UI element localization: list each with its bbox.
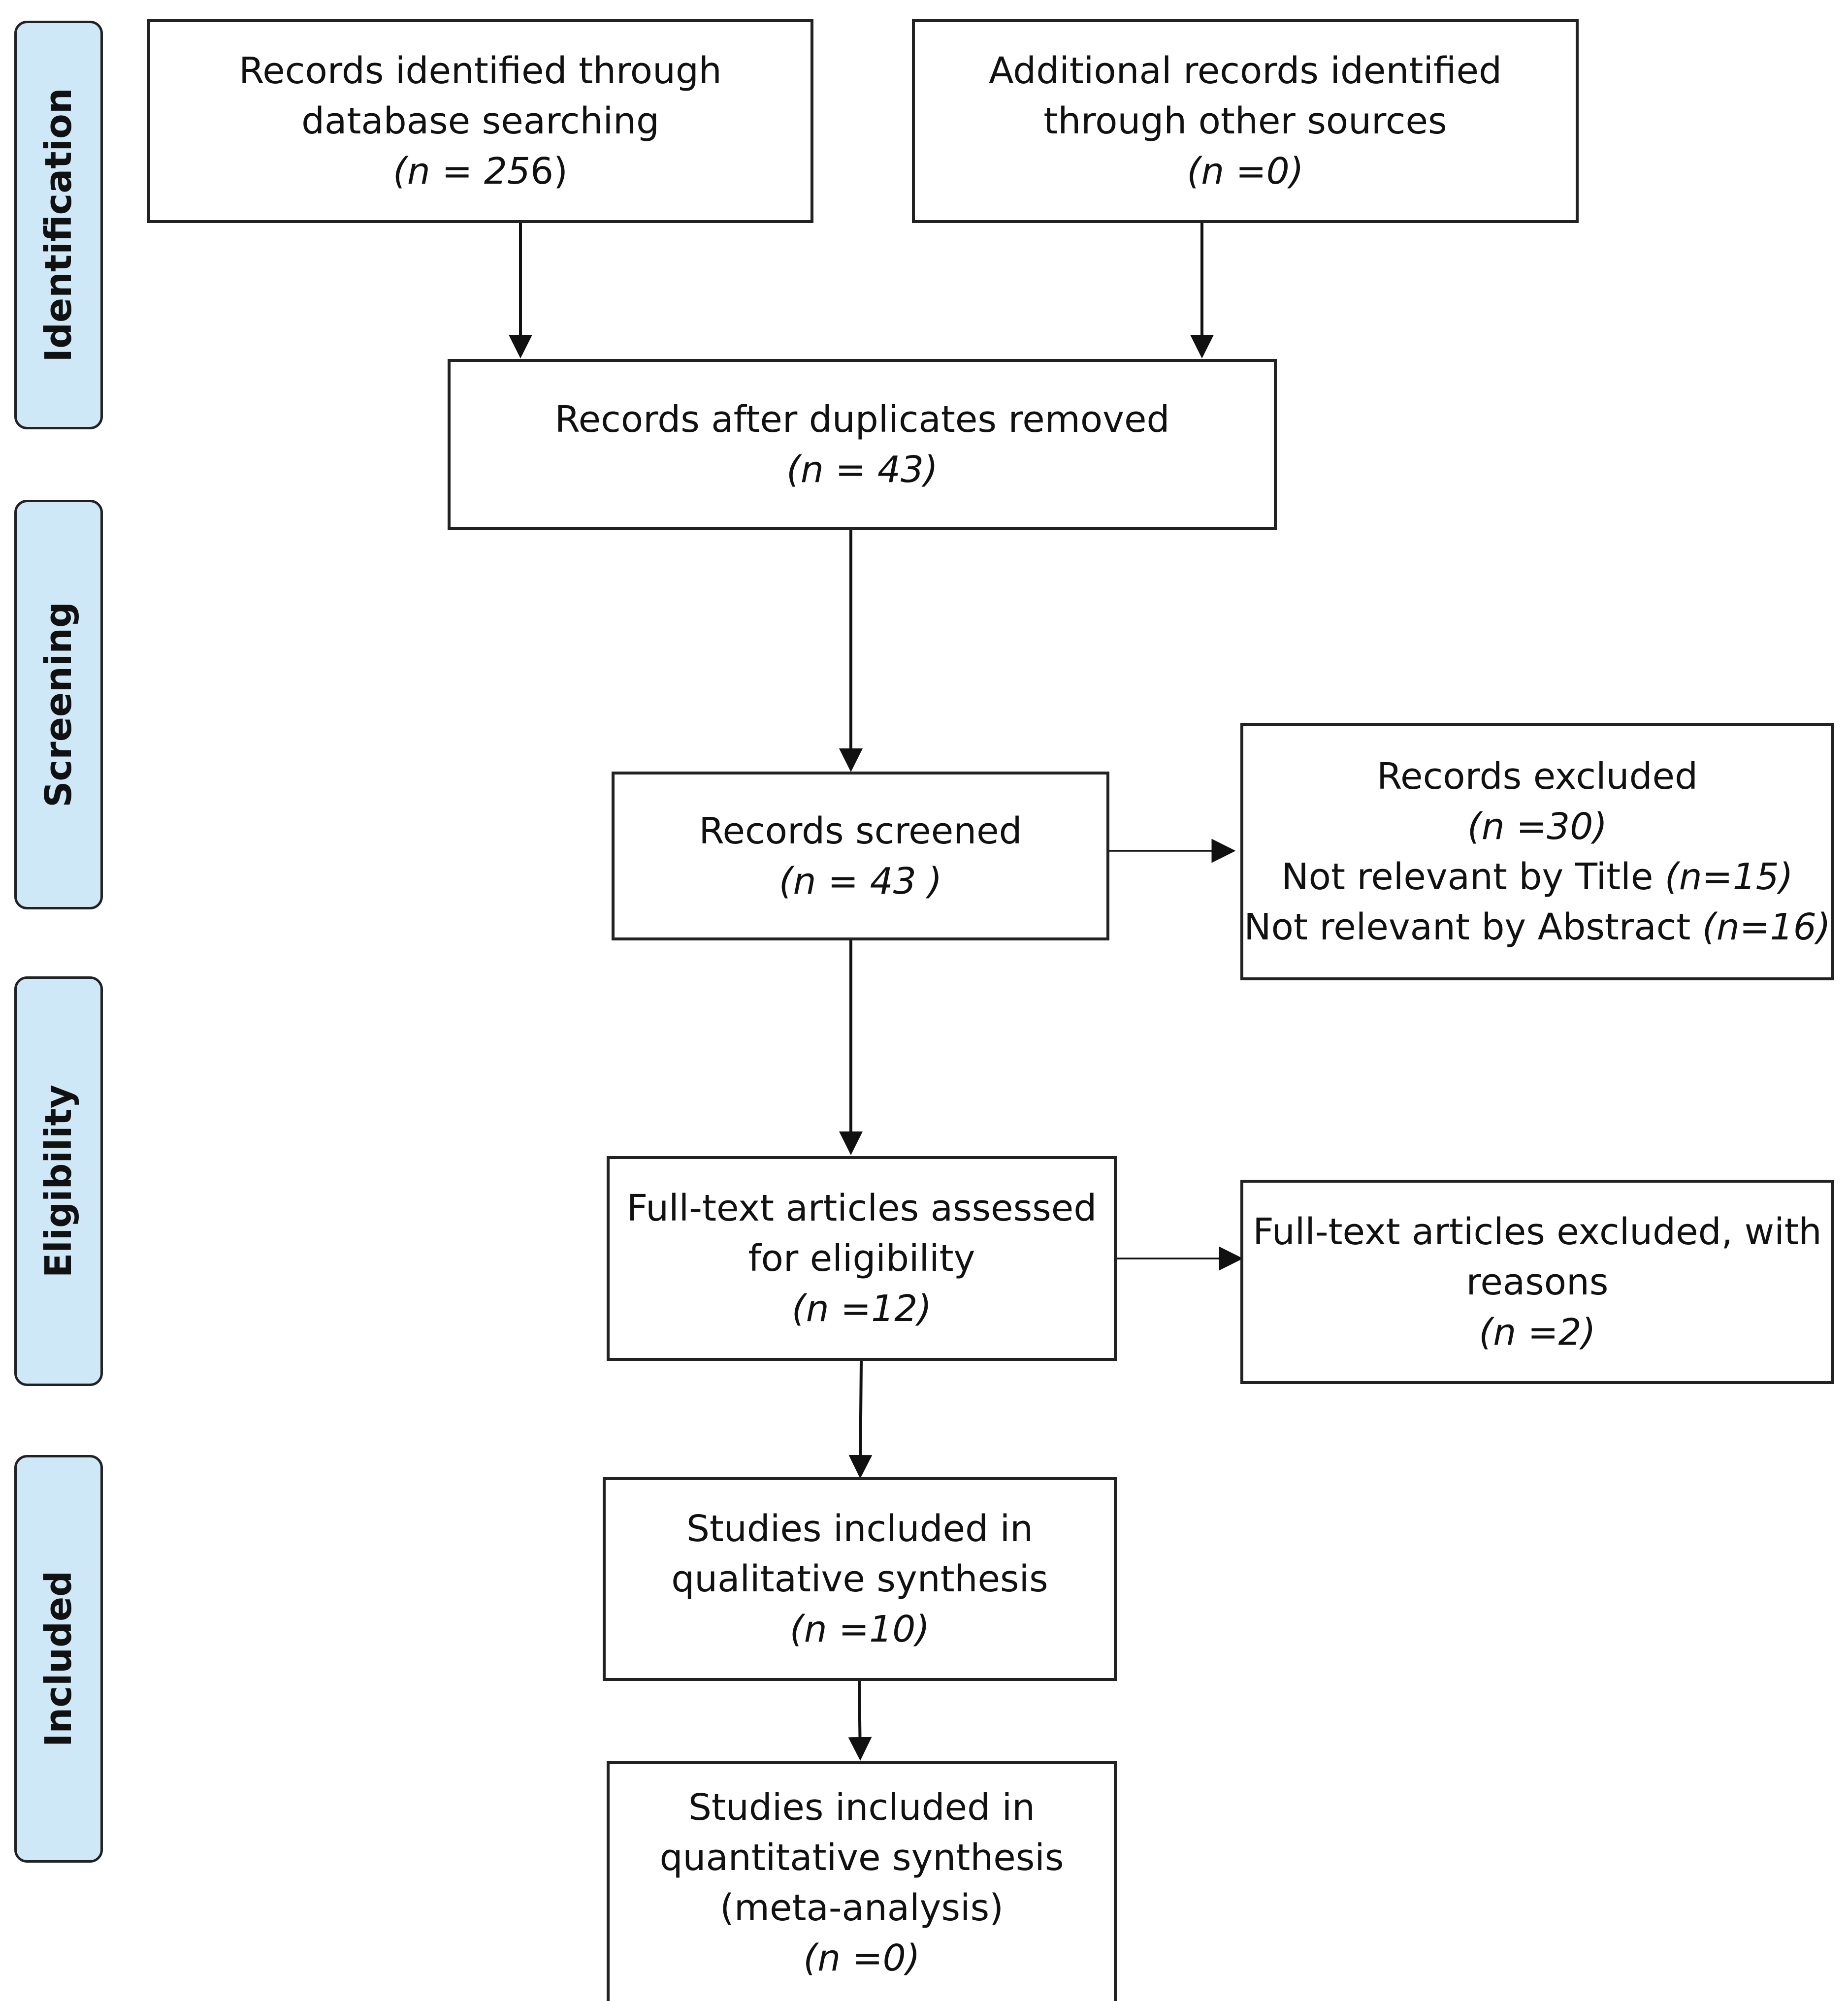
box-fulltext-count: (n =12) (791, 1288, 932, 1330)
box-quantitative-line3: (meta-analysis) (719, 1886, 1004, 1929)
box-other-line2: through other sources (1043, 100, 1447, 142)
box-qualitative-synthesis: Studies included in qualitative synthesi… (603, 1477, 1117, 1681)
box-other-count: (n =0) (1187, 150, 1304, 193)
box-database-count: (n = 256) (393, 146, 568, 196)
box-other-records: Additional records identified through ot… (912, 19, 1579, 223)
box-excluded-title-count: (n=15) (1664, 855, 1793, 898)
box-database-line1: Records identified through (239, 50, 722, 92)
phase-screening: Screening (14, 500, 103, 909)
box-fulltext-line2: for eligibility (748, 1237, 975, 1280)
box-excluded-abstract-line: Not relevant by Abstract (n=16) (1244, 902, 1830, 952)
phase-identification-label: Identification (37, 88, 80, 362)
box-excluded-count: (n =30) (1467, 805, 1608, 848)
box-database-line2: database searching (301, 100, 659, 142)
box-quantitative-synthesis: Studies included in quantitative synthes… (607, 1761, 1117, 2001)
box-fulltext-line1: Full-text articles assessed (626, 1187, 1097, 1229)
box-database-count-suffix: 6) (530, 150, 568, 193)
phase-eligibility: Eligibility (14, 976, 103, 1386)
box-records-excluded: Records excluded (n =30) Not relevant by… (1240, 723, 1834, 980)
phase-eligibility-label: Eligibility (37, 1084, 80, 1278)
phase-included: Included (14, 1455, 103, 1863)
box-qualitative-line1: Studies included in (686, 1508, 1034, 1550)
box-qualitative-line2: qualitative synthesis (671, 1558, 1048, 1600)
box-records-screened: Records screened (n = 43 ) (612, 772, 1109, 940)
phase-included-label: Included (37, 1570, 80, 1747)
box-screened-line1: Records screened (699, 809, 1022, 852)
arrow-qualitative-to-quantitative (848, 1680, 872, 1761)
box-excluded-line1: Records excluded (1376, 755, 1698, 798)
box-qualitative-count: (n =10) (789, 1608, 930, 1650)
box-fulltext-assessed: Full-text articles assessed for eligibil… (607, 1156, 1117, 1361)
box-excluded-abstract-text: Not relevant by Abstract (1244, 905, 1702, 948)
box-excluded-title-line: Not relevant by Title (n=15) (1281, 852, 1793, 902)
box-screened-count: (n = 43 ) (778, 860, 942, 903)
box-fulltext-excluded-line2: reasons (1466, 1260, 1609, 1303)
phase-identification: Identification (14, 21, 103, 429)
box-other-line1: Additional records identified (988, 50, 1502, 92)
arrow-fulltext-to-qualitative (848, 1360, 873, 1479)
box-quantitative-line2: quantitative synthesis (659, 1836, 1064, 1879)
box-fulltext-excluded-count: (n =2) (1479, 1311, 1596, 1354)
box-quantitative-line1: Studies included in (688, 1786, 1036, 1829)
box-duplicates-line1: Records after duplicates removed (554, 398, 1170, 441)
box-duplicates-count: (n = 43) (786, 448, 938, 491)
phase-screening-label: Screening (37, 602, 80, 807)
box-duplicates-removed: Records after duplicates removed (n = 43… (448, 359, 1277, 530)
box-fulltext-excluded: Full-text articles excluded, with reason… (1240, 1180, 1834, 1384)
box-database-count-prefix: (n = 25 (393, 150, 531, 193)
box-excluded-title-text: Not relevant by Title (1281, 855, 1665, 898)
box-fulltext-excluded-line1: Full-text articles excluded, with (1253, 1210, 1822, 1253)
box-database-records: Records identified through database sear… (147, 19, 813, 223)
box-excluded-abstract-count: (n=16) (1702, 905, 1831, 948)
box-quantitative-count: (n =0) (803, 1936, 920, 1979)
